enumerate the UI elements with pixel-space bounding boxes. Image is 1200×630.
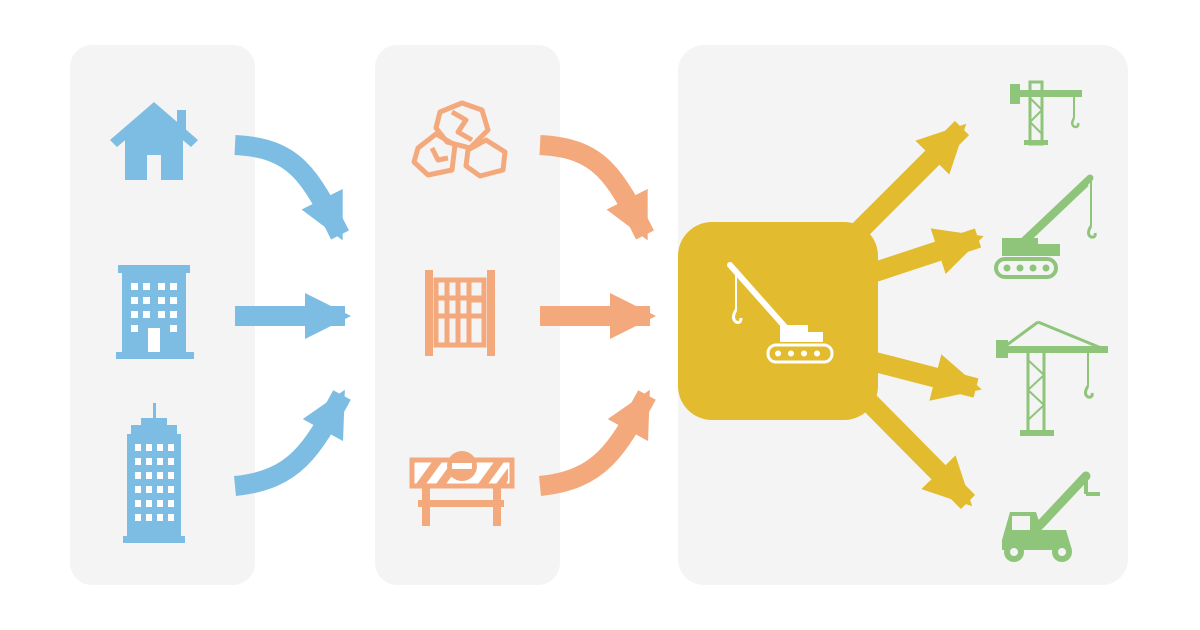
arrow-top-orange	[539, 135, 654, 241]
panel-hub	[678, 45, 1128, 585]
crawler-crane-icon	[727, 262, 834, 364]
large-tower-crane-icon	[996, 320, 1108, 436]
arrow-out-4	[854, 387, 976, 510]
arrow-out-1	[850, 120, 970, 240]
road-barrier-icon	[409, 451, 515, 526]
rubble-icon	[411, 100, 508, 179]
skyscraper-icon	[123, 403, 185, 543]
fence-panel-icon	[425, 270, 495, 356]
house-icon	[110, 102, 198, 180]
telehandler-icon	[1002, 471, 1100, 562]
tower-crane-icon	[1010, 80, 1082, 146]
arrow-top-blue	[234, 135, 349, 241]
arrow-bottom-blue	[233, 389, 351, 496]
arrow-out-3	[872, 352, 982, 401]
arrow-out-2	[871, 228, 984, 282]
crawler-crane-icon	[994, 174, 1097, 279]
office-building-icon	[116, 265, 194, 359]
arrow-bottom-orange	[538, 389, 656, 496]
